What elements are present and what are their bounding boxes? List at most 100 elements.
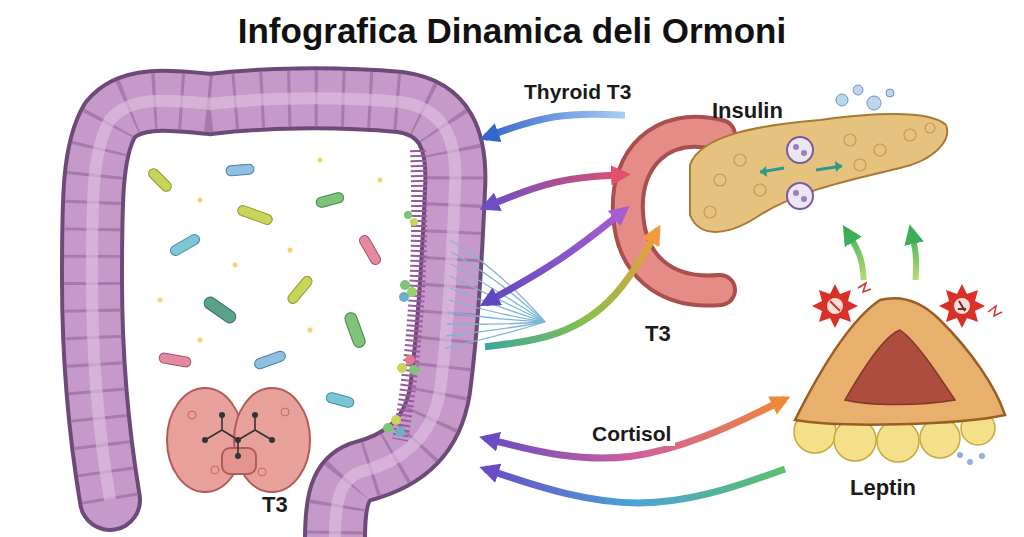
- gut-bacteria: [318, 158, 323, 163]
- pancreas-illustration: [704, 123, 935, 218]
- pancreas-illustration: [925, 123, 935, 133]
- gut-bacteria: [226, 164, 255, 176]
- gut-bacteria: [315, 192, 345, 209]
- gut-bacteria: [158, 352, 191, 367]
- hormone-arrow: [485, 469, 785, 503]
- gut-bacteria: [198, 338, 203, 343]
- pancreas-illustration: [801, 196, 807, 202]
- thyroid-illustration: [202, 437, 208, 443]
- pancreas-illustration: [854, 159, 866, 171]
- stress-warning-icon: [830, 301, 840, 311]
- pancreas-illustration: [836, 94, 848, 106]
- adrenal-illustration: [877, 420, 919, 462]
- gut-bacteria: [198, 198, 203, 203]
- pancreas-illustration: [793, 190, 799, 196]
- pancreas-illustration: [704, 206, 716, 218]
- gut-bacteria: [147, 167, 174, 194]
- gut-bacteria: [286, 275, 314, 306]
- pancreas-illustration: [787, 137, 813, 163]
- gut-bacteria: [169, 233, 202, 258]
- pancreas-illustration: [734, 154, 746, 166]
- nerve-fibers: [448, 312, 545, 322]
- stress-warning-icon: [954, 298, 970, 314]
- thyroid-illustration: [235, 437, 241, 443]
- mucosa-clusters: [383, 423, 393, 433]
- stress-warning-icon: [858, 283, 871, 292]
- hormone-arrow: [485, 210, 625, 303]
- pancreas-illustration: [628, 85, 947, 291]
- mucosa-clusters: [383, 211, 419, 437]
- gut-bacteria: [325, 392, 355, 409]
- mucosa-clusters: [410, 218, 418, 226]
- adrenal-illustration: [845, 330, 955, 405]
- gut-bacteria: [233, 263, 238, 268]
- stress-warning-icon: [827, 298, 843, 314]
- stress-warning-icon: [988, 306, 1002, 316]
- pancreas-illustration: [867, 96, 881, 110]
- gut-bacteria: [308, 328, 313, 333]
- adrenal-illustration: [967, 459, 973, 465]
- organ-label: Leptin: [850, 476, 916, 500]
- thyroid-illustration: [281, 408, 289, 416]
- mucosa-clusters: [397, 363, 407, 373]
- adrenal-illustration: [957, 452, 963, 458]
- stress-warning-icon: [812, 283, 1002, 328]
- thyroid-illustration: [222, 448, 256, 474]
- pancreas-illustration: [801, 150, 807, 156]
- thyroid-illustration: [234, 388, 310, 492]
- hormone-arrow-label: Cortisol: [588, 422, 675, 446]
- colon-illustration: [400, 150, 419, 440]
- nerve-fibers: [451, 252, 545, 322]
- adrenal-organ: Leptin: [785, 280, 1010, 505]
- nerve-fibers: [446, 322, 545, 336]
- thyroid-illustration: [167, 388, 243, 492]
- hormone-arrow: [485, 175, 625, 207]
- stress-warning-icon: [812, 284, 858, 328]
- thyroid-illustration: [211, 466, 219, 474]
- colon-illustration: [92, 98, 455, 537]
- hormone-arrow: [846, 230, 864, 280]
- gut-bacteria: [378, 178, 383, 183]
- stress-warning-icon: [939, 284, 985, 328]
- mucosa-clusters: [405, 355, 415, 365]
- thyroid-illustration: [188, 411, 196, 419]
- gut-organ: T3: [55, 85, 485, 521]
- gut-bacteria: [236, 204, 273, 226]
- hormone-arrow: [485, 230, 658, 347]
- gut-bacteria: [253, 350, 286, 370]
- colon-illustration: [92, 98, 455, 537]
- mucosa-clusters: [409, 365, 419, 375]
- organ-label: Insulin: [712, 99, 783, 123]
- hormone-label: T3: [645, 322, 671, 346]
- pancreas-illustration: [787, 183, 813, 209]
- thyroid-illustration: [258, 468, 266, 476]
- thyroid-illustration: [235, 453, 241, 459]
- hormone-arrow: [485, 114, 625, 137]
- pancreas-illustration: [874, 144, 886, 156]
- adrenal-illustration: [979, 453, 985, 459]
- pancreas-organ: InsulinT3: [625, 95, 950, 230]
- pancreas-illustration: [714, 174, 726, 186]
- gut-bacteria: [343, 311, 367, 349]
- nerve-fibers: [449, 300, 545, 322]
- pancreas-illustration: [886, 89, 894, 97]
- gut-bacteria: [288, 248, 293, 253]
- gut-bacteria: [358, 234, 383, 267]
- mucosa-clusters: [399, 292, 409, 302]
- hormone-arrow: [911, 230, 916, 280]
- mucosa-clusters: [404, 211, 412, 219]
- hormone-arrow: [485, 399, 785, 458]
- pancreas-illustration: [760, 166, 767, 177]
- gut-bacteria: [147, 158, 383, 409]
- colon-illustration: [92, 98, 455, 537]
- pancreas-illustration: [835, 161, 842, 172]
- gut-bacteria: [202, 295, 238, 325]
- gut-bacteria: [158, 298, 163, 303]
- thyroid-illustration: [205, 415, 272, 456]
- pancreas-illustration: [844, 134, 856, 146]
- pancreas-illustration: [904, 129, 916, 141]
